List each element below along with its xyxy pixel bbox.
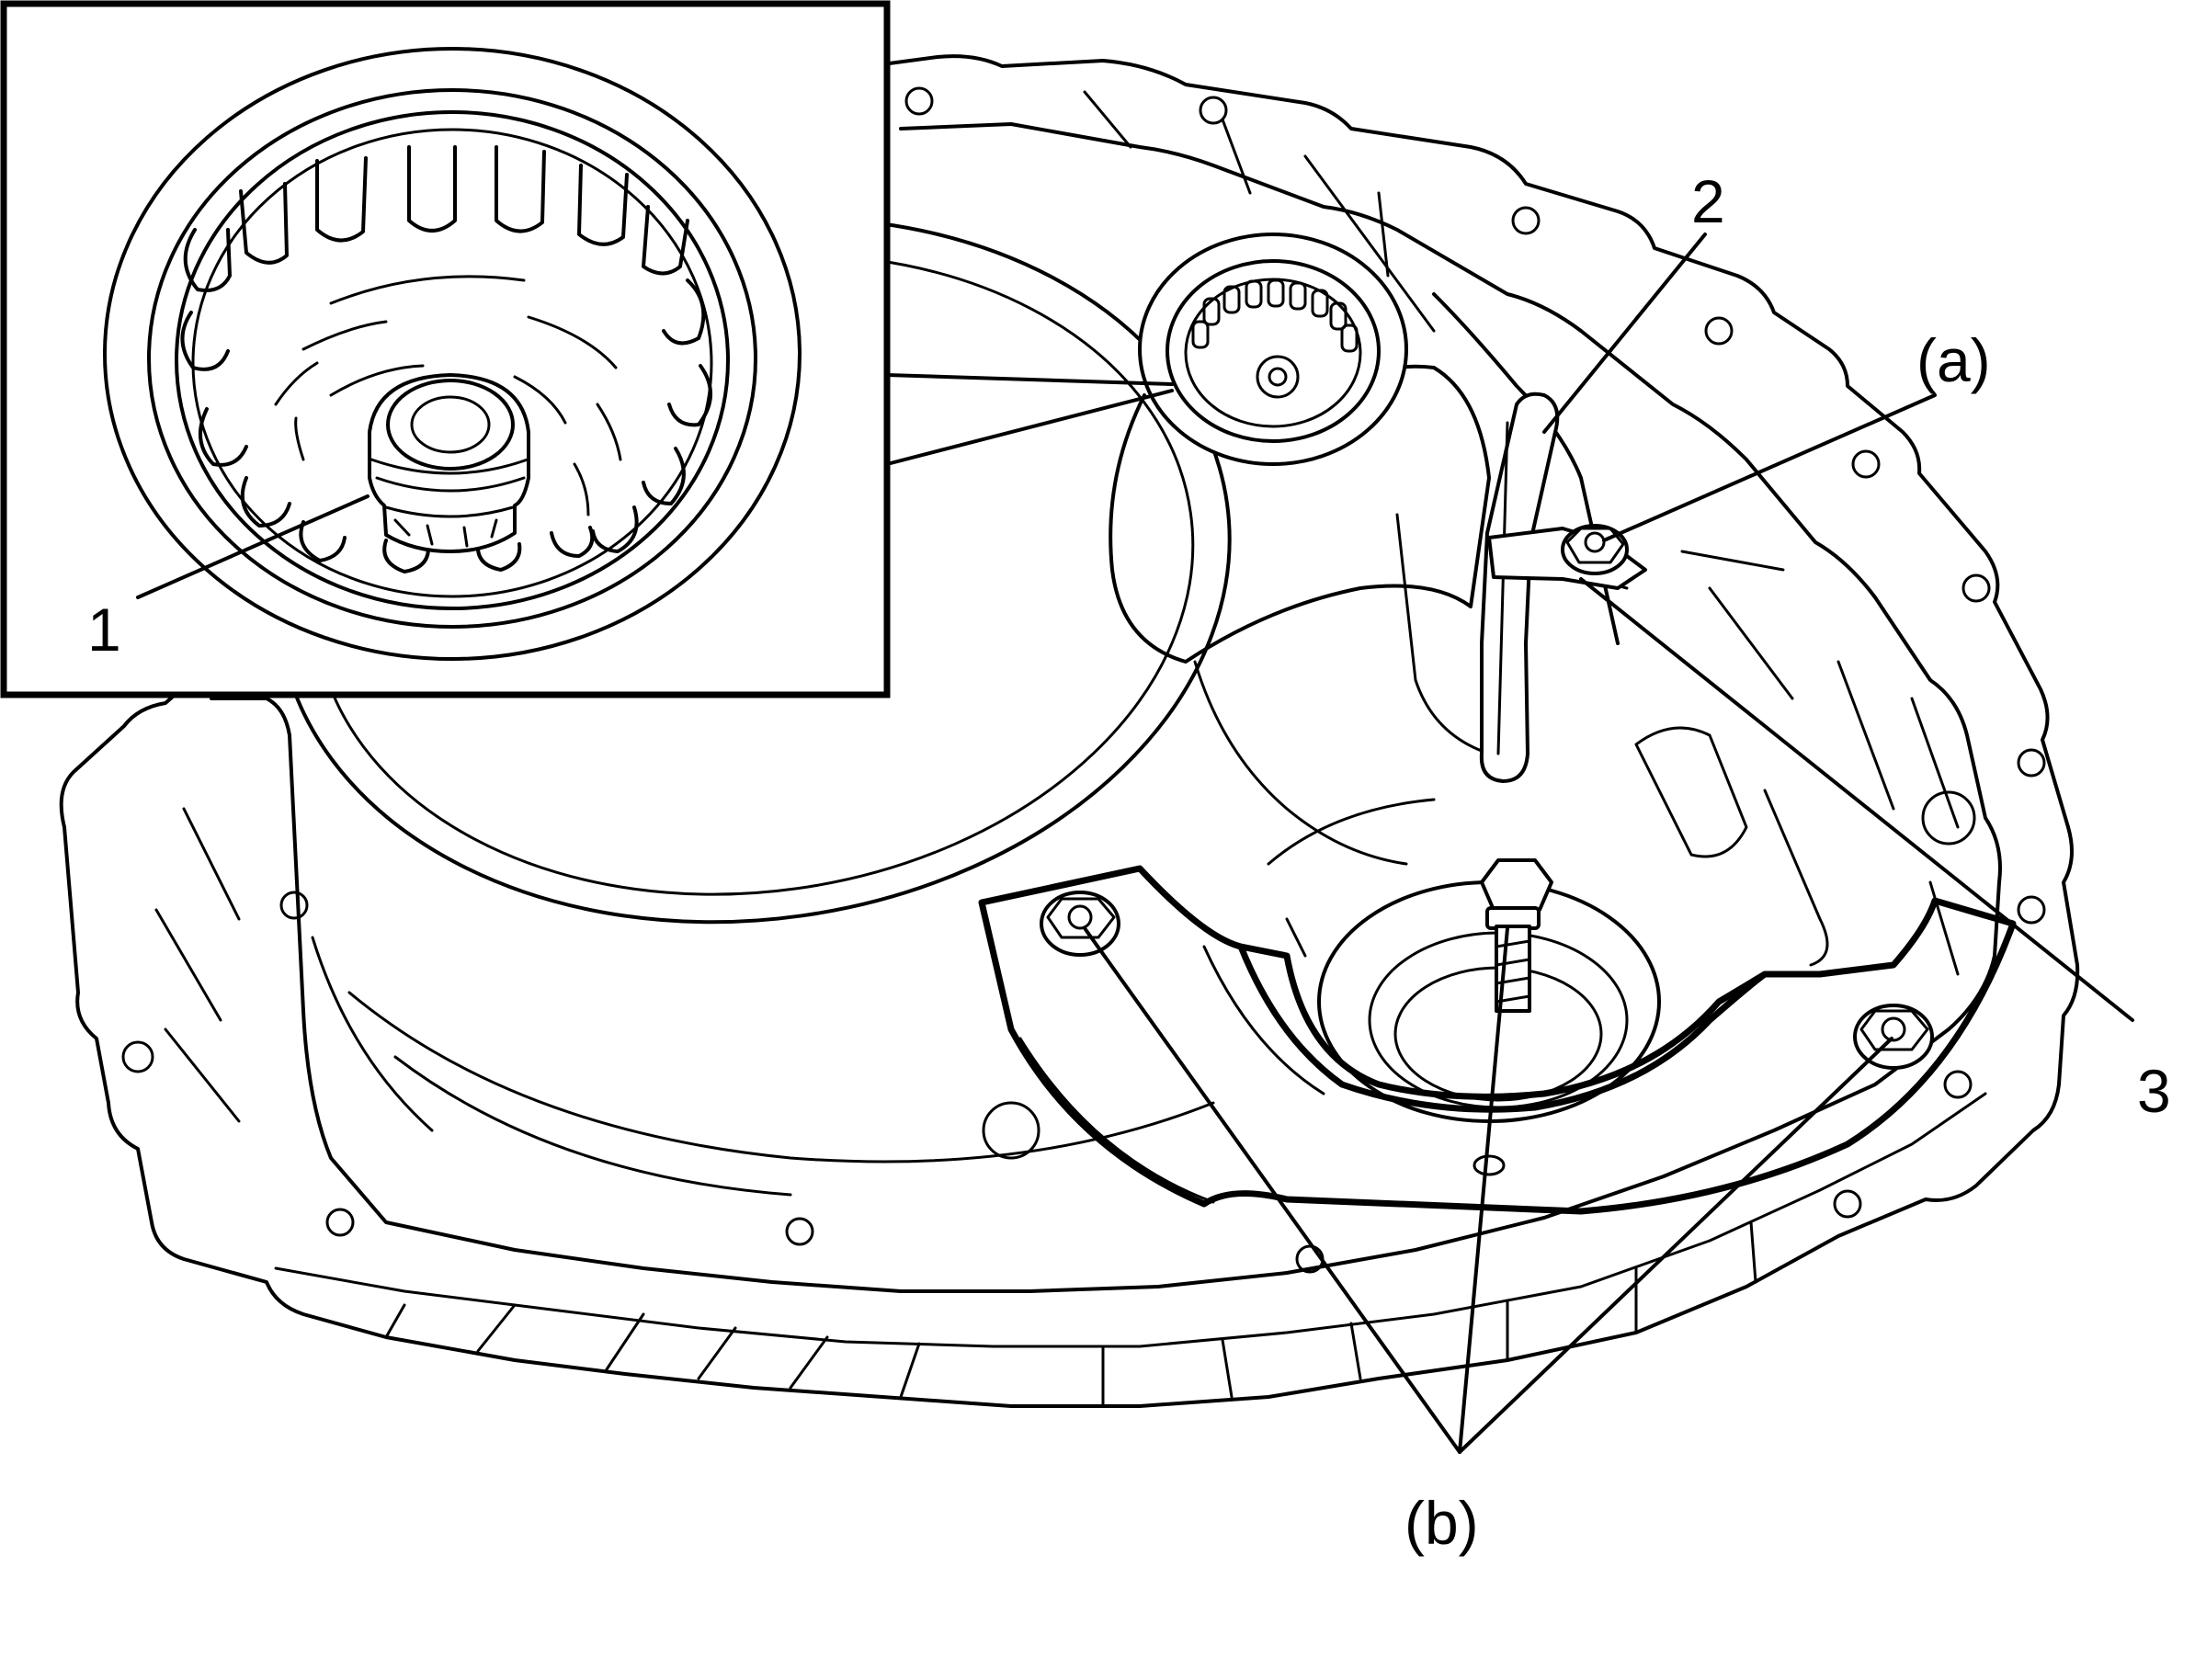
cover-plate-lower-edge: [1018, 1037, 1215, 1204]
leader-b-center: [1458, 926, 1509, 1454]
bearing-bore-main: [1138, 233, 1408, 466]
leader-b-left: [1083, 926, 1461, 1454]
right-rib-1: [1708, 586, 1794, 700]
inset-bearing-rollers: [180, 145, 712, 573]
leader-b-right: [1458, 1037, 1893, 1454]
bearing-rollers-main: [1191, 278, 1359, 353]
bell-housing-arc-1: [347, 991, 1215, 1164]
cover-plate: [978, 865, 2017, 1215]
right-rib-4: [1928, 880, 1960, 976]
right-pocket-2: [1763, 789, 1829, 967]
left-wall-rib-1: [182, 807, 241, 921]
top-rib-3: [1377, 191, 1390, 278]
callout-1: 1: [87, 596, 121, 664]
cover-bolt-left: [1040, 891, 1120, 957]
central-web-lower: [1193, 660, 1408, 866]
case-flange-rim: [274, 1092, 1987, 1348]
leader-a: [1602, 393, 1937, 542]
cover-plate-cutout: [1237, 945, 1768, 1113]
flange-bolt-holes: [121, 86, 2046, 1274]
callout-3: 3: [2137, 1057, 2171, 1125]
right-pocket-1: [1634, 726, 1748, 858]
callout-a: (a): [1916, 326, 1991, 394]
oil-pipe: [1479, 392, 1647, 783]
leader-2: [1542, 233, 1707, 434]
leader-1: [136, 494, 370, 599]
cover-plate-inner-step: [1202, 945, 1325, 1095]
cover-bolt-right: [1853, 1004, 1934, 1070]
callout-b: (b): [1404, 1489, 1479, 1557]
right-rib-2: [1836, 660, 1895, 811]
case-bottom-ribs: [384, 1220, 1757, 1406]
right-rib-3: [1910, 697, 1960, 829]
case-outer-flange: [59, 54, 2080, 1408]
cover-plate-outline: [978, 865, 2017, 1215]
left-wall-rib-3: [164, 1027, 241, 1123]
top-rib-2: [1221, 118, 1252, 195]
inset-connector-lower: [885, 389, 1174, 466]
top-rib-4: [1303, 154, 1436, 333]
case-mating-face: [210, 122, 2002, 1293]
cover-bolt-center: [1473, 858, 1553, 1176]
right-web-edge: [1395, 513, 1491, 755]
bell-housing-arc-3: [311, 936, 434, 1132]
right-rib-6: [1680, 550, 1785, 572]
right-web-arm: [1432, 292, 1620, 645]
bell-housing-arc-2: [393, 1055, 792, 1197]
inset-plug: [368, 373, 530, 553]
left-wall-rib-2: [154, 908, 222, 1022]
detail-inset: [0, 0, 1174, 698]
callout-2: 2: [1691, 167, 1725, 235]
inset-connector-upper: [885, 373, 1174, 386]
central-web-arm: [1109, 364, 1491, 664]
top-rib-1: [1083, 90, 1132, 149]
leader-3: [1579, 577, 2134, 1022]
